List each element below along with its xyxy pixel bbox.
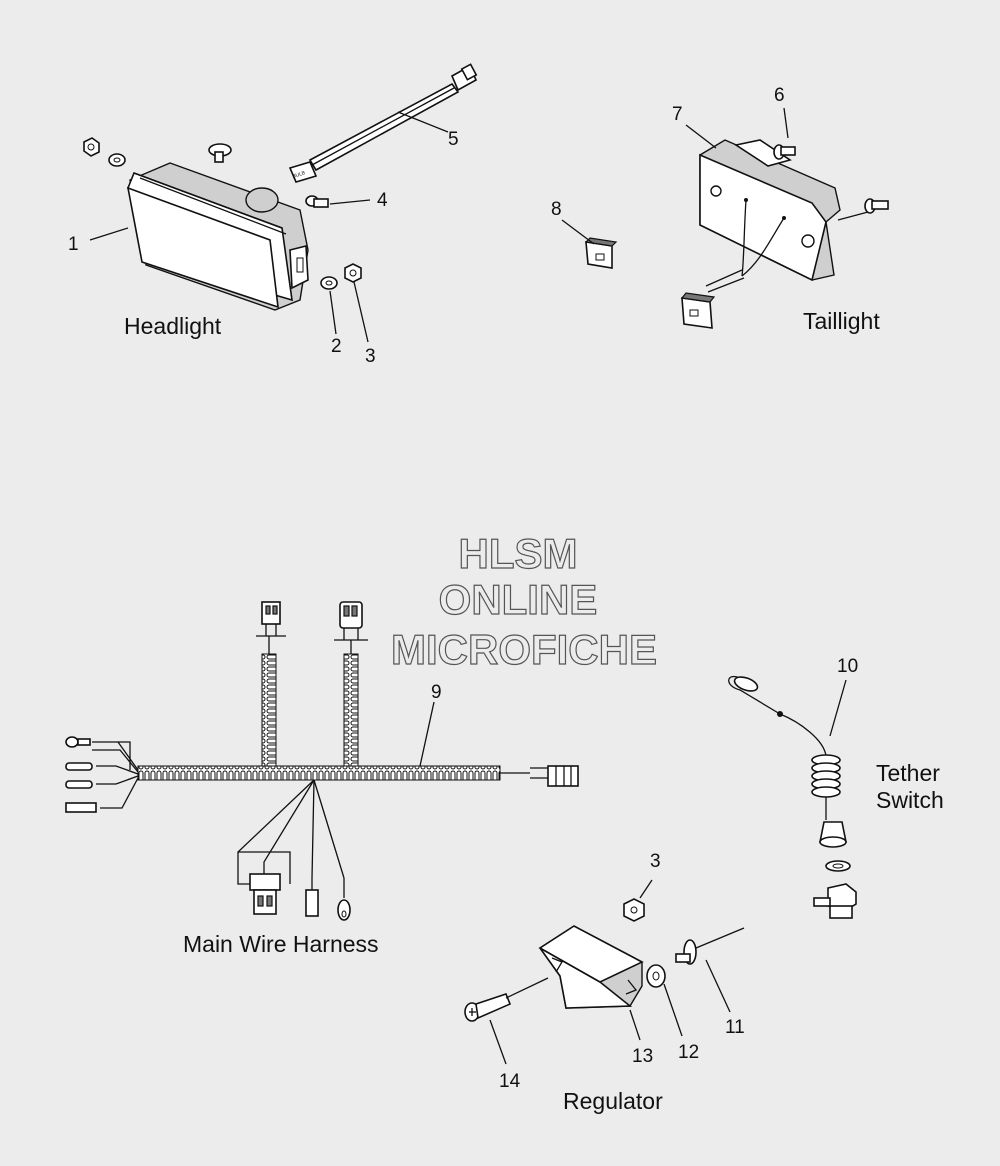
harness-branch-left-loom — [261, 653, 277, 767]
taillight-clip-lower — [680, 292, 716, 329]
callout-2: 2 — [331, 336, 342, 357]
headlight-washer-top — [108, 153, 126, 167]
headlight-washer — [320, 276, 338, 290]
callout-4: 4 — [377, 190, 388, 211]
watermark-line1: HLSM — [459, 530, 578, 577]
headlight-bolt — [305, 195, 329, 208]
callout-12: 12 — [678, 1042, 699, 1063]
callout-1: 1 — [68, 234, 79, 255]
taillight-screw-side — [864, 198, 889, 214]
headlight-nut-top — [83, 137, 100, 157]
callout-13: 13 — [632, 1046, 653, 1067]
harness-branch-right-loom — [343, 653, 359, 767]
watermark-line3: MICROFICHE — [391, 626, 657, 673]
regulator-screw — [464, 977, 549, 1022]
section-label-regulator: Regulator — [563, 1088, 663, 1114]
regulator-assembly — [464, 879, 745, 1065]
callout-9: 9 — [431, 682, 442, 703]
tether-switch — [728, 675, 857, 919]
tether-coil — [811, 754, 841, 798]
regulator-nut — [623, 898, 645, 922]
callout-8: 8 — [551, 199, 562, 220]
section-label-headlight: Headlight — [124, 313, 222, 339]
headlight-housing — [126, 162, 309, 311]
harness-trunk-loom — [137, 765, 501, 781]
tether-switch-body — [813, 883, 857, 919]
headlight-stud — [208, 143, 232, 163]
tether-cap — [819, 821, 847, 848]
taillight-clip-upper — [584, 237, 618, 269]
harness-lower-connector-block — [249, 873, 281, 915]
callout-11: 11 — [725, 1017, 745, 1038]
taillight-screw-top — [773, 144, 796, 160]
harness-lower-leads — [237, 779, 345, 885]
callout-7: 7 — [672, 104, 683, 125]
taillight-housing — [699, 139, 841, 293]
bulb-tag-text: BULB — [292, 170, 307, 180]
callout-10: 10 — [837, 656, 858, 677]
harness-lower-bullet — [305, 878, 319, 917]
section-label-taillight: Taillight — [803, 308, 880, 334]
section-label-tether-line2: Switch — [876, 787, 944, 813]
headlight-nut — [344, 263, 362, 283]
callout-14: 14 — [499, 1071, 521, 1092]
section-label-tether-line1: Tether — [876, 760, 940, 786]
regulator-body — [538, 925, 644, 1009]
regulator-washer — [646, 964, 666, 988]
callout-3-regulator: 3 — [650, 851, 661, 872]
tether-washer — [825, 860, 851, 872]
harness-top-connector-left — [256, 601, 286, 654]
callout-3-headlight: 3 — [365, 346, 376, 367]
harness-lower-ring — [337, 878, 351, 921]
watermark-line2: ONLINE — [439, 576, 598, 623]
harness-top-connector-right — [334, 601, 368, 654]
taillight-assembly — [561, 107, 889, 329]
harness-right-connector — [500, 765, 579, 787]
watermark: HLSM ONLINE MICROFICHE — [390, 529, 657, 673]
section-label-main-wire-harness: Main Wire Harness — [183, 931, 379, 957]
main-wire-harness — [65, 601, 579, 921]
harness-left-leads — [65, 736, 139, 813]
headlight-bulb-lead: BULB — [288, 63, 478, 183]
callout-6: 6 — [774, 85, 785, 106]
callout-5: 5 — [448, 129, 459, 150]
regulator-rivet — [675, 927, 745, 965]
headlight-assembly: BULB — [83, 63, 478, 343]
